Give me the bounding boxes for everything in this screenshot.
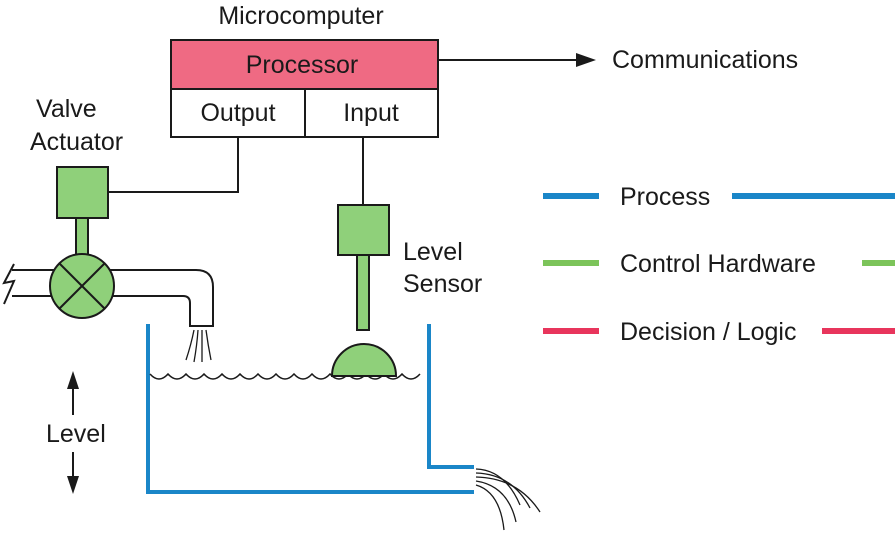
- legend-item-process: Process: [543, 183, 895, 211]
- microcomputer-title: Microcomputer: [218, 2, 383, 30]
- output-label: Output: [200, 99, 275, 127]
- legend-label-decision-logic: Decision / Logic: [620, 318, 796, 346]
- valve-cross-b: [59, 263, 105, 309]
- valve-actuator-label-2: Actuator: [30, 128, 123, 156]
- output-box: [170, 88, 306, 138]
- level-arrow-up-head: [67, 371, 79, 389]
- inflow-stream: [185, 329, 212, 363]
- pipe-break-mark: [2, 263, 16, 305]
- legend-swatch-hardware-right: [862, 260, 895, 266]
- valve-actuator-box: [56, 166, 109, 219]
- tank-wall: [146, 324, 474, 494]
- legend: Process Control Hardware Decision / Logi…: [543, 183, 895, 346]
- processor-box: [170, 39, 439, 90]
- level-sensor-label-1: Level: [403, 238, 463, 266]
- valve-actuator-label-1: Valve: [36, 95, 97, 123]
- legend-swatch-logic-left: [543, 328, 599, 334]
- tank-outlet-wall: [427, 324, 474, 469]
- communications-arrowhead: [576, 53, 596, 67]
- legend-swatch-logic-right: [822, 328, 895, 334]
- processor-label: Processor: [246, 51, 359, 79]
- legend-item-decision-logic: Decision / Logic: [543, 318, 895, 346]
- legend-swatch-process-left: [543, 193, 599, 199]
- water-surface: [149, 372, 421, 380]
- outflow-stream: [475, 468, 541, 531]
- legend-label-control-hardware: Control Hardware: [620, 250, 816, 278]
- legend-label-process: Process: [620, 183, 710, 211]
- level-sensor-stem: [356, 254, 370, 331]
- input-box: [304, 88, 439, 138]
- level-sensor-box: [337, 204, 390, 256]
- level-label: Level: [46, 420, 106, 448]
- legend-swatch-process-right: [732, 193, 895, 199]
- communications-label: Communications: [612, 46, 798, 74]
- level-sensor-label-2: Sensor: [403, 270, 482, 298]
- input-label: Input: [343, 99, 399, 127]
- level-arrow-down-head: [67, 476, 79, 494]
- legend-item-control-hardware: Control Hardware: [543, 250, 895, 278]
- level-sensor-float: [330, 343, 398, 377]
- output-signal-wire: [108, 137, 239, 193]
- legend-swatch-hardware-left: [543, 260, 599, 266]
